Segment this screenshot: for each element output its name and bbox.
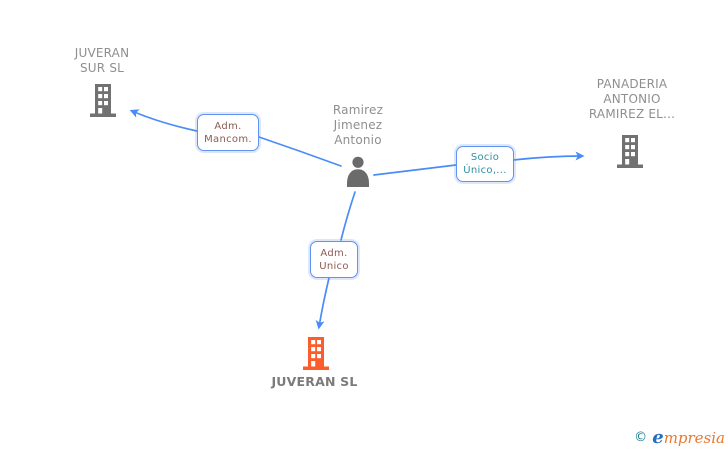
empresia-logo: © empresia — [634, 427, 725, 448]
building-icon[interactable] — [616, 135, 644, 168]
edge-admmancom-to-juveran-sur — [129, 109, 198, 132]
copyright-icon: © — [634, 430, 648, 445]
brand-text: mpresia — [663, 429, 725, 447]
node-company-juveran-sur[interactable]: JUVERAN SUR SL — [62, 46, 142, 76]
company-name-label: JUVERAN SUR SL — [74, 46, 130, 75]
node-person-ramirez[interactable]: Ramirez Jimenez Antonio — [312, 103, 404, 148]
person-name-label: Ramirez Jimenez Antonio — [332, 103, 384, 147]
edge-socio-to-panaderia — [512, 151, 585, 161]
node-company-juveran[interactable]: JUVERAN SL — [262, 374, 367, 389]
edge-person-to-admunico — [340, 191, 356, 241]
edge-label-socio-unico[interactable]: Socio Único,... — [456, 146, 514, 182]
company-name-label: PANADERIA ANTONIO RAMIREZ EL... — [588, 77, 676, 121]
node-company-panaderia[interactable]: PANADERIA ANTONIO RAMIREZ EL... — [585, 77, 679, 122]
edge-label-adm-mancom[interactable]: Adm. Mancom. — [197, 114, 259, 151]
company-name-label: JUVERAN SL — [271, 374, 358, 389]
edge-admunico-to-juveran — [315, 277, 330, 330]
edge-label-adm-unico[interactable]: Adm. Unico — [310, 241, 358, 278]
brand-letter-e: e — [652, 427, 664, 448]
building-icon[interactable] — [302, 337, 330, 370]
person-icon[interactable] — [344, 156, 372, 187]
edge-person-to-socio — [373, 164, 457, 176]
building-icon[interactable] — [89, 84, 117, 117]
